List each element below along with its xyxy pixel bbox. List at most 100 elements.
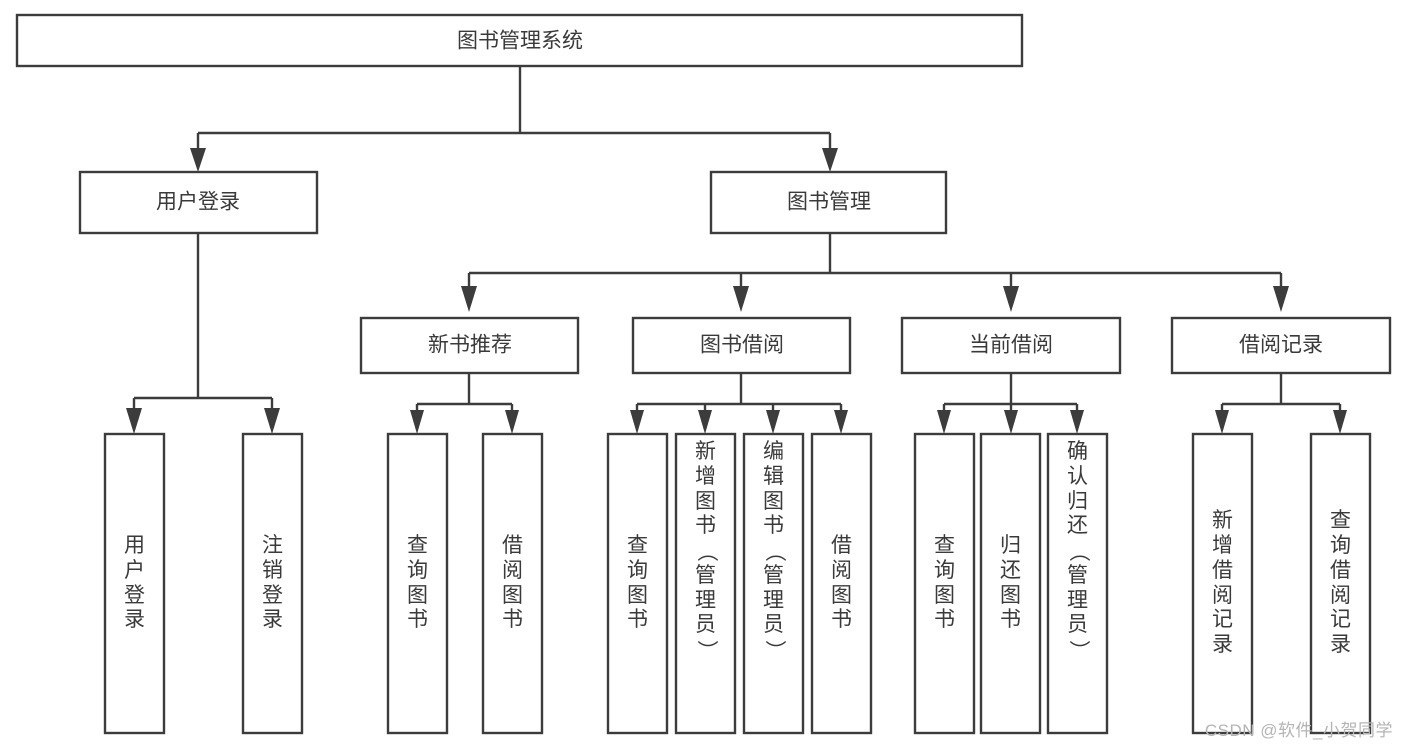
- arrowhead-current-borrow: [1003, 286, 1019, 312]
- arrowhead-new-book-recommend: [461, 286, 477, 312]
- connector-group-user-login: [126, 233, 280, 434]
- node-book-manage-box[interactable]: [709, 170, 948, 235]
- vertical-label: 借阅图书: [831, 533, 852, 632]
- arrowhead-borrow-record: [1273, 286, 1289, 312]
- node-leaf-borrow-book-2-box[interactable]: [810, 432, 873, 735]
- node-leaf-borrow-book-1-box[interactable]: [481, 432, 544, 735]
- vertical-label: 查询图书: [627, 533, 648, 632]
- node-user-login-label: 用户登录: [156, 191, 240, 214]
- node-borrow-record-label: 借阅记录: [1239, 334, 1323, 357]
- node-leaf-query-book-3-box[interactable]: [913, 432, 976, 735]
- vertical-label: 新增借阅记录: [1212, 509, 1233, 657]
- node-leaf-confirm-return-box[interactable]: [1046, 432, 1109, 735]
- node-leaf-user-login[interactable]: 用户登录: [103, 432, 166, 735]
- node-root-label: 图书管理系统: [457, 30, 583, 53]
- arrowhead-leaf-query-book-1: [410, 410, 424, 434]
- node-new-book-recommend[interactable]: 新书推荐: [359, 316, 580, 375]
- node-leaf-query-book-2-box[interactable]: [606, 432, 669, 735]
- vertical-label: 确认归还（管理员）: [1066, 440, 1090, 662]
- arrowhead-leaf-add-record: [1215, 410, 1229, 434]
- node-root[interactable]: 图书管理系统: [15, 13, 1024, 68]
- node-book-borrow-label: 图书借阅: [700, 334, 784, 357]
- node-leaf-query-record-box[interactable]: [1309, 432, 1372, 735]
- node-root-box[interactable]: [15, 13, 1024, 68]
- arrowhead-leaf-query-record: [1333, 410, 1347, 434]
- node-user-login-box[interactable]: [78, 170, 319, 235]
- vertical-label: 查询借阅记录: [1330, 509, 1351, 657]
- node-leaf-user-login-textbox: 用户登录: [124, 533, 145, 632]
- vertical-label: 注销登录: [262, 533, 283, 632]
- connector-group-root: [190, 66, 838, 172]
- vertical-label: 借阅图书: [502, 533, 523, 632]
- connector-group-current-borrow: [937, 373, 1084, 434]
- connector-group-borrow-record: [1215, 373, 1347, 434]
- arrowhead-leaf-query-book-2: [630, 410, 644, 434]
- arrowhead-leaf-return-book: [1004, 410, 1018, 434]
- connector-group-book-borrow: [630, 373, 848, 434]
- node-borrow-record-box[interactable]: [1170, 316, 1392, 375]
- vertical-label: 编辑图书（管理员）: [762, 440, 786, 662]
- vertical-label: 查询图书: [407, 533, 428, 632]
- node-leaf-add-book-box[interactable]: [674, 432, 737, 735]
- vertical-label: 查询图书: [934, 533, 955, 632]
- node-leaf-return-book-box[interactable]: [979, 432, 1042, 735]
- node-book-manage[interactable]: 图书管理: [709, 170, 948, 235]
- arrowhead-leaf-user-login: [126, 408, 142, 434]
- vertical-label: 用户登录: [124, 533, 145, 632]
- arrowhead-leaf-query-book-3: [937, 410, 951, 434]
- connector-group-book-manage: [461, 233, 1289, 312]
- arrowhead-leaf-user-logout: [264, 408, 280, 434]
- arrowhead-leaf-edit-book: [766, 410, 780, 434]
- vertical-label: 新增图书（管理员）: [694, 440, 718, 662]
- node-book-borrow[interactable]: 图书借阅: [631, 316, 852, 375]
- node-new-book-recommend-box[interactable]: [359, 316, 580, 375]
- node-leaf-user-logout-box[interactable]: [241, 432, 304, 735]
- arrowhead-leaf-add-book: [698, 410, 712, 434]
- node-current-borrow[interactable]: 当前借阅: [900, 316, 1122, 375]
- node-current-borrow-label: 当前借阅: [969, 334, 1053, 357]
- node-book-borrow-box[interactable]: [631, 316, 852, 375]
- node-leaf-user-login-box[interactable]: [103, 432, 166, 735]
- node-book-manage-label: 图书管理: [787, 191, 871, 214]
- node-leaf-edit-book-box[interactable]: [742, 432, 805, 735]
- node-new-book-recommend-label: 新书推荐: [428, 334, 512, 357]
- arrowhead-user-login: [190, 148, 206, 172]
- node-user-login[interactable]: 用户登录: [78, 170, 319, 235]
- vertical-label: 归还图书: [1000, 533, 1021, 632]
- node-leaf-query-book-1-box[interactable]: [386, 432, 449, 735]
- arrowhead-book-manage: [822, 148, 838, 172]
- node-current-borrow-box[interactable]: [900, 316, 1122, 375]
- arrowhead-book-borrow: [733, 286, 749, 312]
- node-leaf-add-record-box[interactable]: [1191, 432, 1254, 735]
- node-borrow-record[interactable]: 借阅记录: [1170, 316, 1392, 375]
- arrowhead-leaf-borrow-book-2: [834, 410, 848, 434]
- connector-group-new-book-recommend: [410, 373, 519, 434]
- arrowhead-leaf-confirm-return: [1070, 410, 1084, 434]
